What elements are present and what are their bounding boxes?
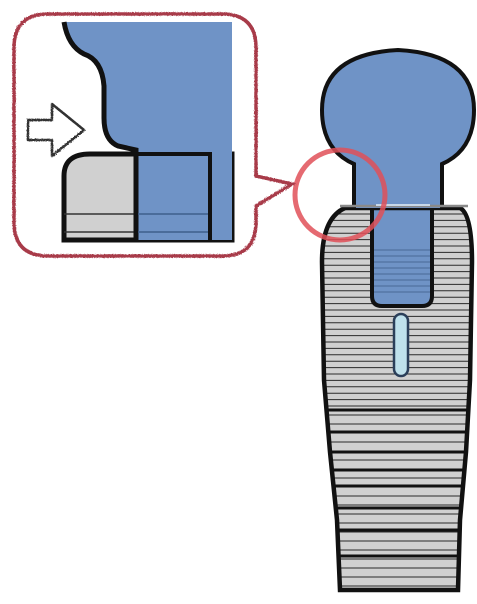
callout-abutment-outline: [61, 21, 139, 240]
right-arrow-icon: [26, 102, 86, 158]
zoom-circle-icon: [292, 147, 388, 243]
implant-assembly: [319, 47, 477, 593]
callout-abutment: [64, 22, 232, 240]
magnified-callout: [12, 12, 297, 258]
screw-channel: [392, 312, 410, 378]
abutment-head: [319, 47, 477, 208]
abutment-shaft-threads: [374, 249, 430, 293]
implant-outline: [319, 205, 475, 593]
